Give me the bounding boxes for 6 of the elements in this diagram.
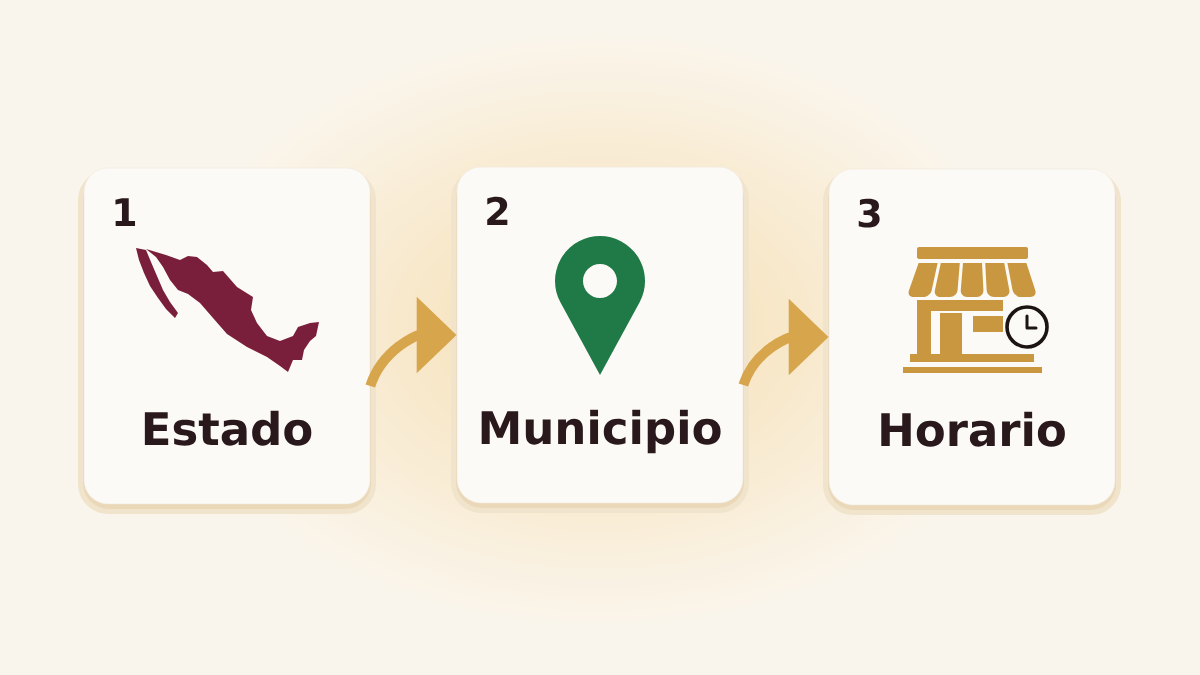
step-number: 1	[115, 198, 135, 226]
step-number: 2	[487, 196, 508, 225]
card-label: Municipio	[481, 409, 721, 454]
step-number: 3	[858, 198, 880, 228]
card-label: Estado	[144, 410, 312, 446]
card-label: Horario	[881, 411, 1065, 447]
